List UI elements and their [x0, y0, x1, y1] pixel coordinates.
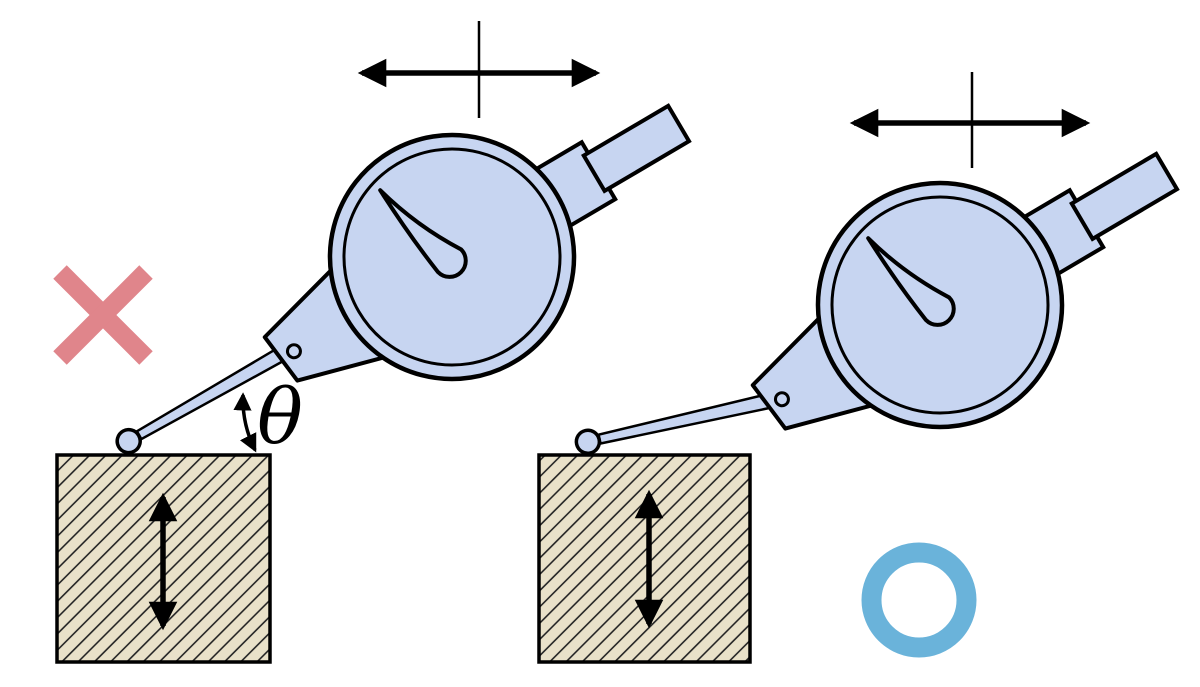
pivot-hole [773, 391, 790, 408]
motion-indicator [357, 21, 601, 118]
incorrect-example: θ [53, 21, 692, 664]
pivot-hole [285, 343, 302, 360]
angle-theta-label: θ [257, 372, 303, 461]
needle [866, 236, 956, 327]
stylus-ball [115, 427, 142, 455]
dial-indicator-body [262, 103, 692, 383]
stem [581, 103, 692, 194]
correct-mark-icon [861, 542, 977, 658]
stylus-ball [574, 428, 602, 455]
angle-annotation: θ [233, 372, 303, 461]
needle [378, 188, 468, 279]
wrong-mark-icon [53, 265, 153, 365]
workpiece [55, 453, 272, 664]
dial-bezel-ring [342, 147, 562, 367]
stylus-rod [597, 392, 772, 445]
wrong-mark-stroke [53, 265, 153, 365]
motion-indicator [849, 72, 1091, 168]
dial-bezel-ring [830, 195, 1050, 415]
stem [1069, 151, 1180, 242]
correct-example [537, 72, 1180, 664]
workpiece [537, 453, 752, 664]
angle-arc-arrow [233, 392, 257, 453]
dial-indicator-body [750, 151, 1180, 431]
stylus [574, 392, 772, 455]
workpiece-block [537, 453, 752, 664]
